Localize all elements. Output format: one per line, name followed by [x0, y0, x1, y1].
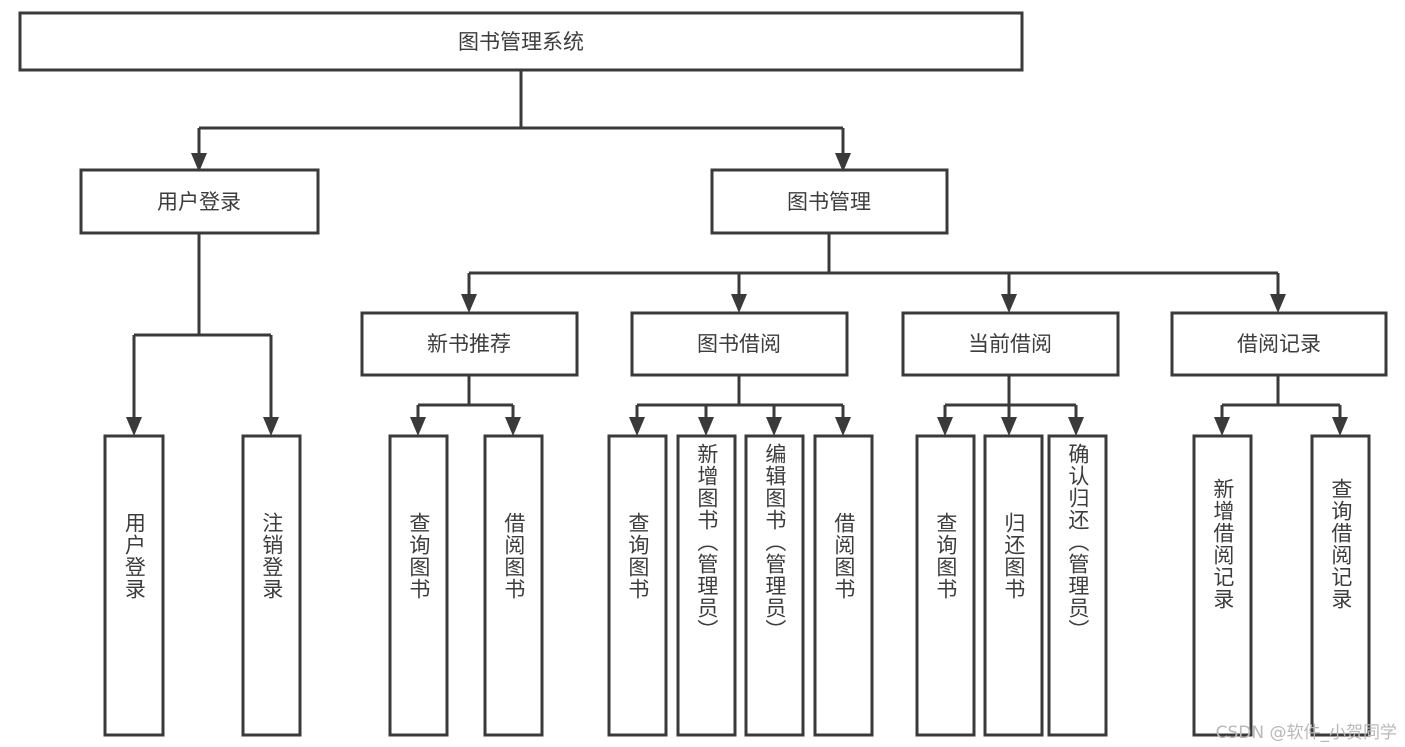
node-user-login[interactable]: 用户登录	[79, 168, 320, 235]
node-current-borrow[interactable]: 当前借阅	[901, 311, 1120, 377]
connector-group-newbook-to-leaves	[410, 375, 521, 436]
node-leaf-borrow-book-2[interactable]	[813, 434, 874, 737]
node-leaf-query-book-1[interactable]	[388, 434, 449, 737]
leaf-box-group	[103, 434, 1371, 737]
node-borrow-record-label: 借阅记录	[1237, 332, 1321, 356]
connector-group-userlogin-to-leaves	[126, 233, 279, 436]
node-leaf-query-book-3[interactable]	[915, 434, 976, 737]
connector-group-bookborrow-to-leaves	[629, 375, 851, 436]
connector-group-borrowrecord-to-leaves	[1214, 375, 1348, 436]
connector-group-currentborrow-to-leaves	[937, 375, 1084, 436]
node-new-book-recommend-label: 新书推荐	[427, 332, 511, 356]
node-root-label: 图书管理系统	[458, 30, 584, 54]
node-leaf-borrow-book-1[interactable]	[483, 434, 544, 737]
connector-group-bookmanage-to-level2	[461, 233, 1286, 313]
node-leaf-return-book[interactable]	[983, 434, 1044, 737]
node-leaf-confirm-return[interactable]	[1047, 434, 1108, 737]
node-leaf-user-login[interactable]	[103, 434, 165, 737]
node-root[interactable]: 图书管理系统	[18, 11, 1024, 72]
node-leaf-add-record[interactable]	[1192, 434, 1253, 737]
node-leaf-add-book[interactable]	[676, 434, 737, 737]
node-leaf-logout-login[interactable]	[241, 434, 302, 737]
node-user-login-label: 用户登录	[157, 190, 241, 214]
node-borrow-record[interactable]: 借阅记录	[1170, 311, 1388, 377]
node-book-manage[interactable]: 图书管理	[710, 168, 949, 235]
connector-group-root-to-level1	[191, 70, 851, 172]
node-leaf-query-book-2[interactable]	[607, 434, 668, 737]
node-leaf-edit-book[interactable]	[744, 434, 805, 737]
node-book-borrow-label: 图书借阅	[697, 332, 781, 356]
node-book-manage-label: 图书管理	[787, 190, 871, 214]
node-current-borrow-label: 当前借阅	[968, 332, 1052, 356]
node-new-book-recommend[interactable]: 新书推荐	[360, 311, 579, 377]
node-book-borrow[interactable]: 图书借阅	[630, 311, 849, 377]
node-leaf-query-record[interactable]	[1310, 434, 1371, 737]
